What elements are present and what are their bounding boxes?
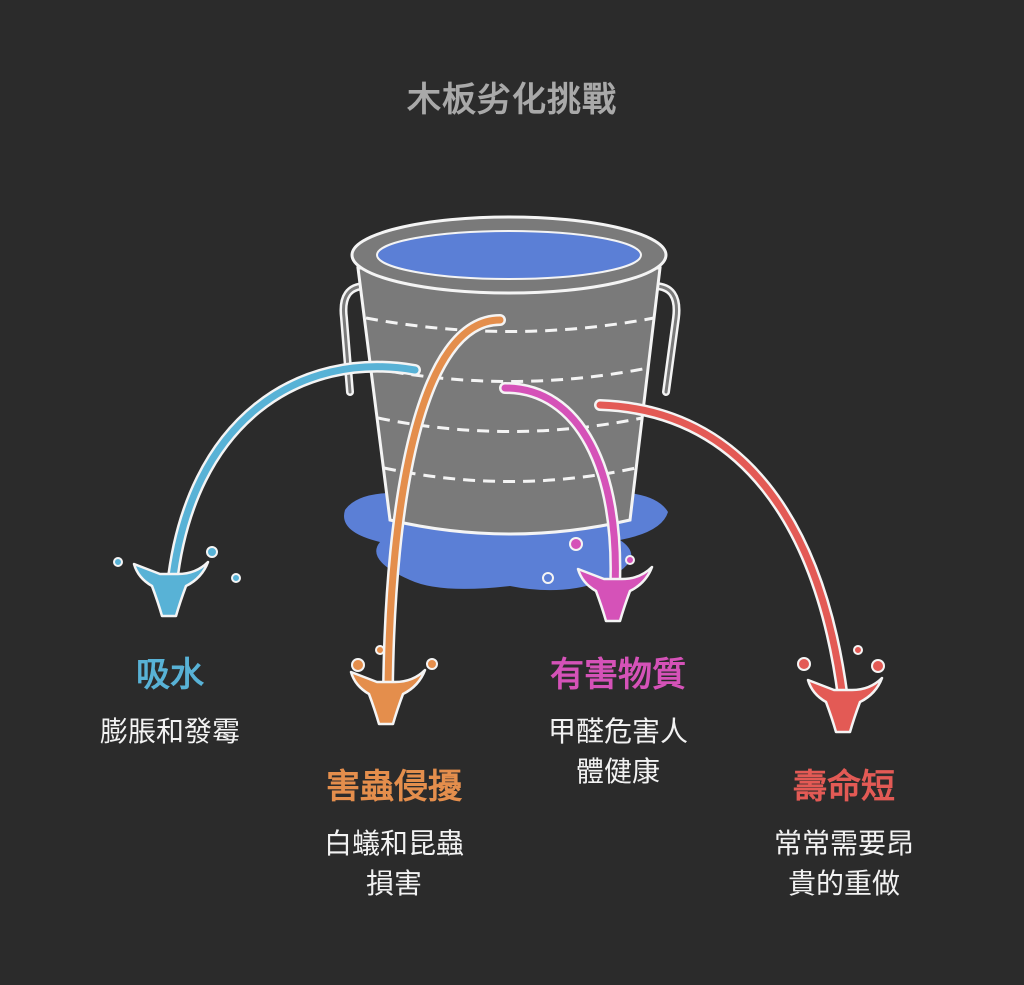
item-description-line: 損害: [365, 867, 422, 900]
item-heading: 有害物質: [550, 655, 686, 695]
item-description: 膨脹和發霉: [60, 712, 280, 752]
leak-streams: [113, 314, 885, 734]
item-harmful-substances: 有害物質 甲醛危害人 體健康: [508, 654, 728, 792]
splash-droplet: [351, 658, 365, 672]
splash-droplet: [231, 573, 241, 583]
puddle-drip: [542, 572, 554, 584]
item-short-lifespan: 壽命短 常常需要昂 貴的重做: [734, 766, 954, 904]
splash-droplet: [426, 658, 438, 670]
item-heading: 害蟲侵擾: [326, 767, 462, 807]
item-heading: 壽命短: [793, 767, 895, 807]
splash-droplet: [375, 645, 385, 655]
stream-line: [596, 401, 847, 702]
item-description: 甲醛危害人 體健康: [508, 712, 728, 792]
splash-droplet: [625, 555, 635, 565]
splash-droplet: [113, 557, 123, 567]
stream-line: [501, 384, 619, 592]
splash: [576, 565, 654, 623]
splash-droplet: [206, 546, 218, 558]
item-heading: 吸水: [136, 655, 204, 695]
splash: [132, 560, 210, 618]
orange-stream-icon: [349, 314, 506, 726]
item-description-line: 膨脹和發霉: [99, 715, 240, 748]
splash-droplet: [797, 657, 811, 671]
bucket-body: [356, 266, 662, 536]
item-water-absorption: 吸水 膨脹和發霉: [60, 654, 280, 752]
blue-stream-icon: [113, 360, 421, 618]
item-pest-infestation: 害蟲侵擾 白蟻和昆蟲 損害: [284, 766, 504, 904]
pink-stream-icon: [499, 382, 654, 623]
splash: [349, 668, 427, 726]
stream-line: [168, 363, 419, 589]
splash: [806, 676, 884, 734]
item-description: 常常需要昂 貴的重做: [734, 824, 954, 904]
bucket-water-surface: [376, 230, 642, 280]
item-description-line: 體健康: [575, 755, 660, 788]
item-description-line: 白蟻和昆蟲: [323, 827, 464, 860]
item-description: 白蟻和昆蟲 損害: [284, 824, 504, 904]
splash-droplet: [853, 645, 863, 655]
item-description-line: 甲醛危害人: [547, 715, 688, 748]
diagram-title: 木板劣化挑戰: [407, 80, 617, 120]
splash-droplet: [569, 537, 583, 551]
red-stream-icon: [594, 399, 885, 734]
item-description-line: 貴的重做: [787, 867, 900, 900]
splash-droplet: [871, 659, 885, 673]
stream-line: [384, 316, 504, 694]
item-description-line: 常常需要昂: [773, 827, 914, 860]
